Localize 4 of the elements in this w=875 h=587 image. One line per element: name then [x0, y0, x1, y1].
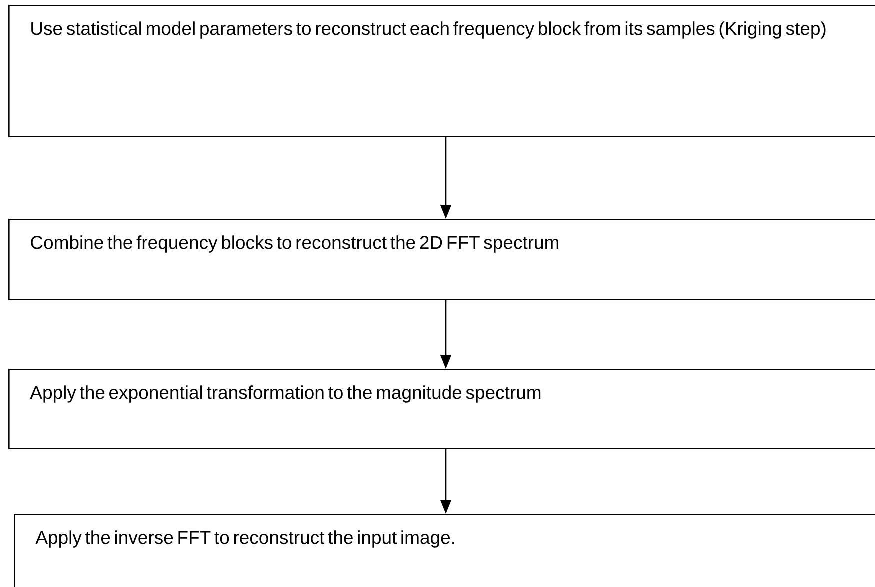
process-box: Apply the exponential transformation to the magnitude spectrum — [8, 369, 875, 450]
process-box: Use statistical model parameters to reconstruct each frequency block from its samples (Kriging step) — [8, 5, 875, 138]
process-box: Combine the frequency blocks to reconstruct the 2D FFT spectrum — [8, 219, 875, 300]
process-box: Apply the inverse FFT to reconstruct the input image. — [14, 514, 875, 587]
